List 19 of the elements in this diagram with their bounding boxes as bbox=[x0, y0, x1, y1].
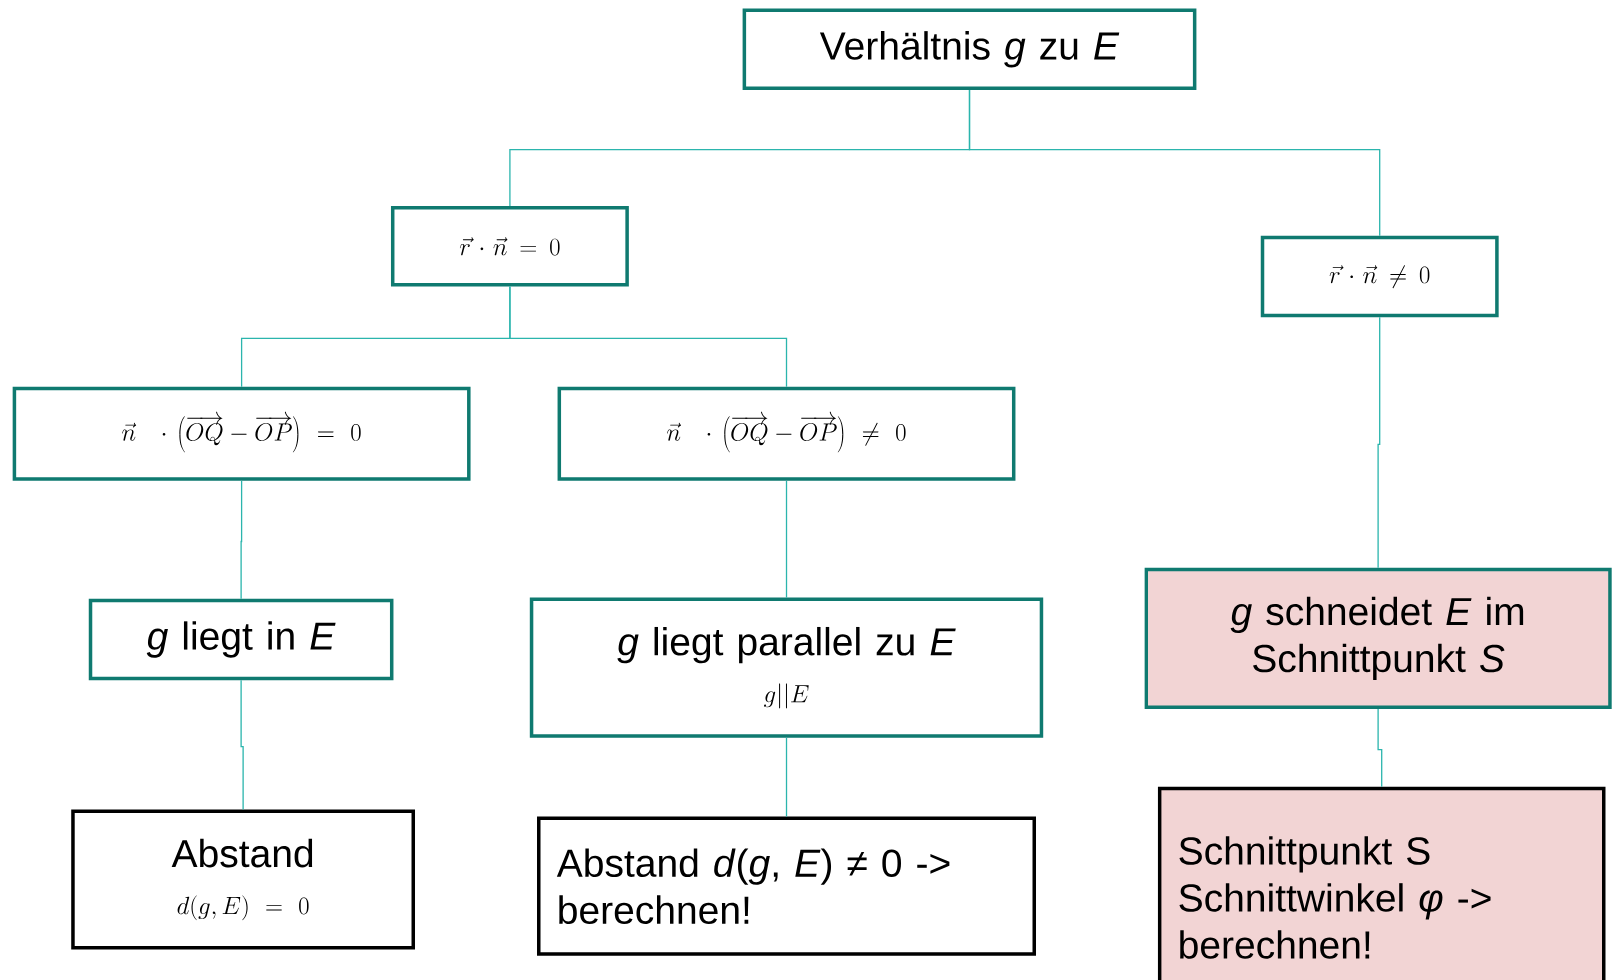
result-box: Abstand $d(g,E)=0$ bbox=[71, 809, 415, 950]
condition-box: $\vec{n}\;\cdot\left(\overrightarrow{OQ}-\overrightarrow{OP}\right)=0$ bbox=[12, 386, 471, 481]
condition-box: $\vec{r}\cdot\vec{n}=0$ bbox=[390, 205, 629, 287]
condition-box: $\vec{r}\cdot\vec{n}\neq 0$ bbox=[1260, 235, 1499, 318]
result-box: Abstand d(g, E) ≠ 0 -> berechnen! bbox=[537, 816, 1036, 956]
result-box: Schnittpunkt S Schnittwinkel φ -> berechnen! bbox=[1157, 786, 1606, 980]
connector-line bbox=[785, 480, 788, 599]
connector-line bbox=[509, 285, 788, 388]
connector-line bbox=[240, 480, 243, 600]
connector-line bbox=[1377, 316, 1381, 569]
condition-box: g liegt parallel zu E $g||E$ bbox=[529, 597, 1044, 738]
condition-box: $\vec{n}\;\cdot\left(\overrightarrow{OQ}-\overrightarrow{OP}\right)\neq 0$ bbox=[557, 386, 1016, 481]
condition-box: Verhältnis g zu E bbox=[742, 8, 1197, 91]
connector-line bbox=[785, 737, 788, 818]
connector-line bbox=[240, 679, 244, 811]
condition-box: g liegt in E bbox=[88, 598, 394, 681]
condition-box: g schneidet E im Schnittpunkt S bbox=[1144, 567, 1612, 710]
connector-line bbox=[1377, 708, 1383, 788]
connector-line bbox=[968, 89, 1381, 237]
